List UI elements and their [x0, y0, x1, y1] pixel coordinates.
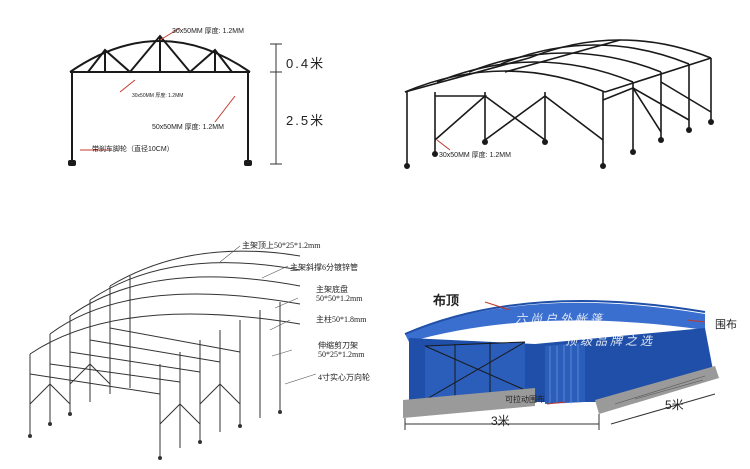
front-view-diagram: 30x50MM 厚度: 1.2MM 30x50MM 厚度: 1.2MM 50x5…	[0, 0, 375, 200]
skeleton-label-4: 50*50*1.2mm	[316, 294, 363, 303]
skeleton-label-1: 主架顶上50*25*1.2mm	[242, 241, 321, 250]
dim-lower-label: 2.5米	[286, 113, 326, 128]
perspective-frame	[404, 39, 714, 169]
front-view-frame	[68, 27, 282, 166]
door-label: 可拉动围布	[505, 395, 545, 404]
wall-label: 围布	[715, 319, 737, 331]
skeleton-frame	[28, 245, 317, 460]
width-label: 3米	[491, 414, 510, 428]
covered-tent	[403, 300, 719, 430]
watermark-line1: 六 尚 户 外 帐 篷	[515, 312, 603, 326]
skeleton-label-6: 伸缩剪刀架	[318, 341, 358, 350]
dim-upper-label: 0.4米	[286, 56, 326, 71]
skeleton-frame-diagram: 主架顶上50*25*1.2mm 主架斜撑6分镀锌管 主架底盘 50*50*1.2…	[0, 234, 375, 469]
covered-tent-diagram: 布顶 围布 可拉动围布 3米 5米 六 尚 户 外 帐 篷 顶 级 品 牌 之 …	[375, 234, 750, 469]
wheel-label: 带刹车脚轮（直径10CM）	[92, 146, 174, 153]
skeleton-label-5: 主柱50*1.8mm	[316, 315, 367, 324]
skeleton-label-7: 50*25*1.2mm	[318, 350, 365, 359]
skeleton-label-3: 主架底盘	[316, 285, 348, 294]
skeleton-label-2: 主架斜撑6分镀锌管	[290, 263, 358, 272]
truss-label: 30x50MM 厚度: 1.2MM	[132, 93, 184, 99]
top-chord-label: 30x50MM 厚度: 1.2MM	[172, 28, 244, 35]
perspective-frame-diagram: 30x50MM 厚度: 1.2MM	[375, 0, 750, 200]
column-label: 50x50MM 厚度: 1.2MM	[152, 124, 224, 131]
watermark-line2: 顶 级 品 牌 之 选	[565, 334, 653, 348]
skeleton-label-8: 4寸实心万向轮	[318, 373, 370, 382]
roof-label: 布顶	[433, 293, 460, 308]
perspective-label: 30x50MM 厚度: 1.2MM	[439, 152, 511, 159]
length-label: 5米	[665, 398, 684, 412]
